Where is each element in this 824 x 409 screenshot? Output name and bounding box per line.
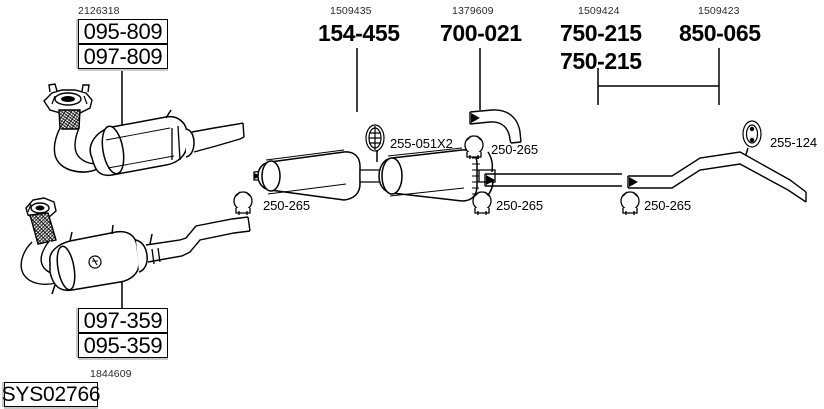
clamp-icons — [233, 135, 640, 215]
accessory-label-250-265-3[interactable]: 250-265 — [496, 198, 544, 213]
clamp-icon-3 — [464, 135, 484, 159]
downpipe-upper — [53, 127, 105, 173]
part-box-095-809[interactable]: 095-809 — [78, 19, 168, 44]
ref-1509423: 1509423 — [698, 5, 740, 17]
part-number-700-021[interactable]: 700-021 — [440, 20, 522, 46]
flex-bellows-upper — [58, 109, 81, 130]
hanger-wire-silencer — [487, 151, 494, 173]
silencer-drum-1 — [257, 149, 361, 201]
flex-bellows-lower — [29, 212, 57, 245]
flange-upper — [43, 83, 93, 115]
rubber-mount-icon-255-051 — [365, 124, 385, 152]
accessory-label-250-265-2[interactable]: 250-265 — [491, 142, 539, 157]
catalytic-converter-assembly — [20, 197, 251, 295]
accessory-label-255-051X2[interactable]: 255-051X2 — [390, 136, 453, 151]
part-box-097-359[interactable]: 097-359 — [78, 308, 168, 333]
hanger-tab-cat-1 — [69, 231, 73, 242]
ref-1509435: 1509435 — [330, 5, 372, 17]
ref-1509424: 1509424 — [578, 5, 620, 17]
front-pipe-upper-assembly — [43, 83, 245, 177]
part-number-154-455[interactable]: 154-455 — [318, 20, 400, 46]
part-box-095-359[interactable]: 095-359 — [78, 333, 168, 358]
clamp-icon-1 — [233, 191, 253, 215]
hanger-tab-cat-3 — [51, 284, 56, 295]
part-number-850-065[interactable]: 850-065 — [679, 20, 761, 46]
part-box-097-809[interactable]: 097-809 — [78, 44, 168, 69]
system-code-box[interactable]: SYS02766 — [1, 382, 101, 407]
rubber-mount-icon-255-124 — [742, 120, 762, 148]
rear-pipe — [627, 151, 807, 203]
silencer-drum-2 — [378, 147, 480, 202]
accessory-label-250-265-1[interactable]: 250-265 — [263, 198, 311, 213]
part-number-750-215-upper[interactable]: 750-215 — [560, 20, 642, 46]
hanger-tab-pipe-lower — [149, 233, 153, 245]
rubber-mount-icons — [365, 120, 762, 152]
middle-straight-pipe — [484, 173, 622, 187]
intermediate-pipe-lower — [145, 216, 251, 265]
hanger-tab-cat-2 — [111, 224, 114, 235]
clamp-icon-4 — [620, 191, 640, 215]
ref-1844609: 1844609 — [90, 368, 132, 380]
short-tailpipe — [469, 109, 522, 144]
accessory-label-255-124[interactable]: 255-124 — [770, 135, 818, 150]
converter-body — [49, 230, 148, 292]
accessory-label-250-265-4[interactable]: 250-265 — [644, 198, 692, 213]
front-silencer-upper — [89, 115, 195, 177]
part-number-750-215-lower[interactable]: 750-215 — [560, 48, 642, 74]
clamp-icon-2 — [472, 191, 492, 215]
hanger-tab-upper — [165, 109, 172, 119]
ref-1379609: 1379609 — [452, 5, 494, 17]
tailpipe-upper — [171, 122, 245, 161]
ref-2126318: 2126318 — [78, 5, 120, 17]
